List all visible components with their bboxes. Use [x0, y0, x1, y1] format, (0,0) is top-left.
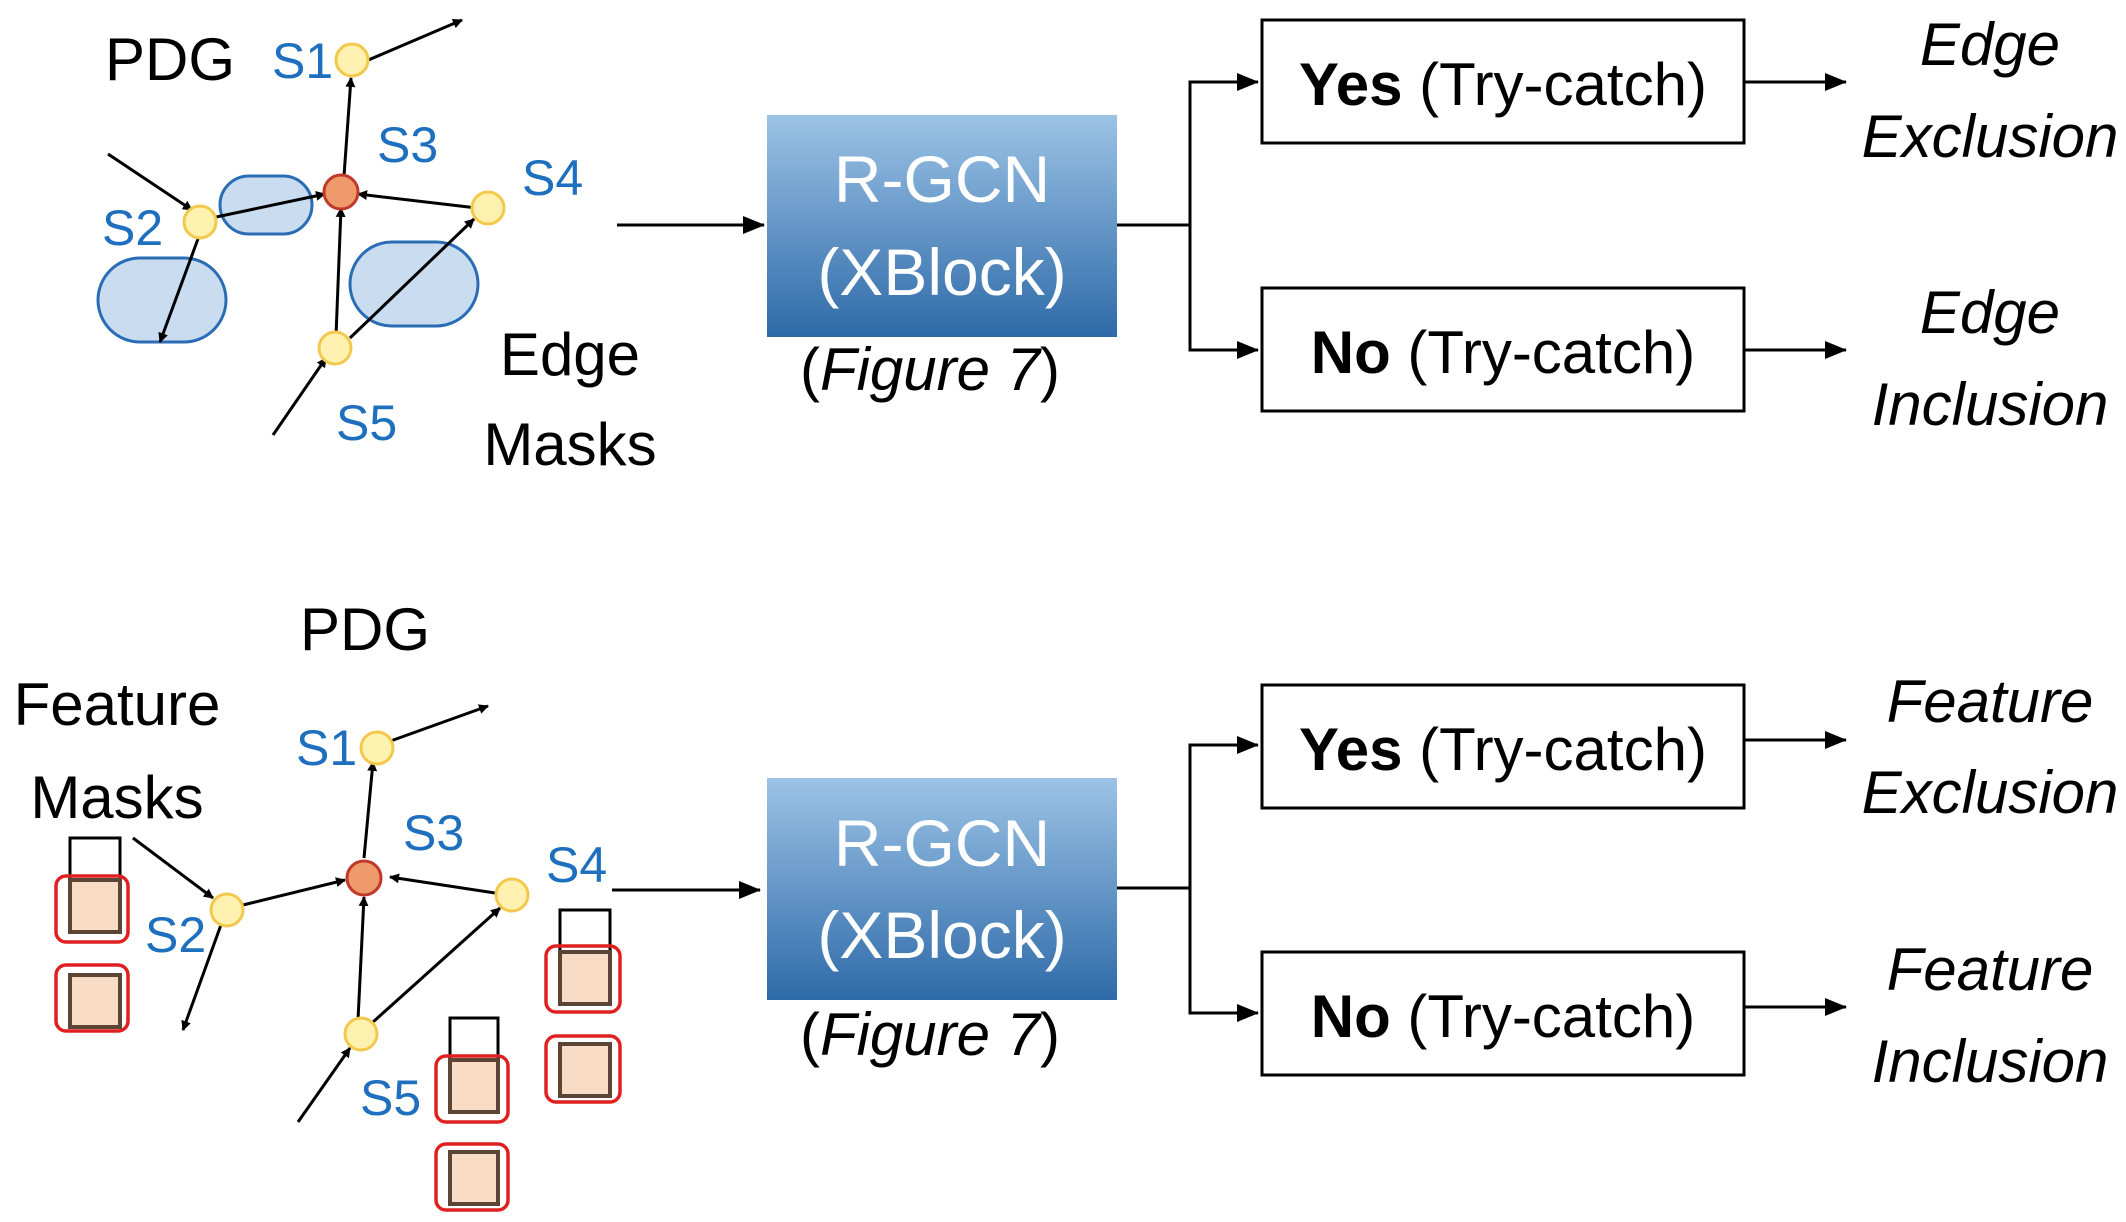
feature-vector-s4: [544, 908, 622, 1104]
branch-yes: [1117, 736, 1259, 890]
out-feature-exclusion-line1: Feature: [1887, 668, 2094, 735]
edge-s2-out: [158, 227, 204, 343]
edge-s2-out: [181, 921, 224, 1031]
node-s1: [334, 42, 370, 78]
node-s3: [322, 173, 360, 211]
node-label-s5: S5: [360, 1070, 421, 1126]
rgcn-label-line2: (XBlock): [817, 898, 1066, 972]
branch-yes: [1117, 73, 1259, 227]
edge-masks-label-line2: Masks: [483, 411, 656, 478]
out-feature-inclusion-line1: Feature: [1887, 936, 2094, 1003]
out-edge-exclusion-line2: Exclusion: [1862, 103, 2119, 170]
node-s4: [494, 877, 530, 913]
rgcn-label-line2: (XBlock): [817, 235, 1066, 309]
node-label-s1: S1: [272, 33, 333, 89]
node-label-s4: S4: [522, 150, 583, 206]
edge-s1-out: [384, 704, 489, 745]
edge-in-s2: [107, 152, 193, 212]
rgcn-label-line1: R-GCN: [834, 142, 1050, 216]
feature-masks-label-line1: Feature: [14, 671, 221, 738]
no-box: [1260, 950, 1746, 1077]
node-s5: [343, 1016, 379, 1052]
rgcn-box: [767, 115, 1117, 337]
edge-s5-s4: [348, 217, 476, 340]
edge-s4-s3: [357, 190, 478, 210]
out-feature-exclusion-line2: Exclusion: [1862, 759, 2119, 826]
branch-no: [1188, 225, 1259, 359]
bottom-pdg-title: PDG: [300, 596, 430, 663]
edge-mask-ellipse: [348, 240, 480, 328]
edge-s5-s3: [356, 896, 369, 1021]
figure-ref: (Figure 7): [800, 336, 1060, 403]
edge-mask-ellipse: [96, 256, 228, 344]
edge-s3-s1: [341, 77, 356, 191]
node-label-s3: S3: [377, 117, 438, 173]
node-s2: [209, 892, 245, 928]
feature-vector-s2: [54, 836, 130, 1033]
yes-box: [1260, 18, 1746, 145]
edge-in-s2: [132, 836, 214, 900]
top-panel: PDG S1 S2 S3 S4 S5 Edge Masks R: [96, 11, 2119, 478]
edge-in-s5: [296, 1047, 352, 1123]
edge-s2-s3: [242, 877, 346, 907]
branch-no: [1188, 888, 1259, 1022]
top-pdg-title: PDG: [105, 26, 235, 93]
edge-s4-s3: [389, 873, 496, 895]
edge-s1-out: [351, 18, 463, 69]
out-edge-inclusion-line2: Inclusion: [1872, 371, 2109, 438]
node-s1: [359, 730, 395, 766]
rgcn-box: [767, 778, 1117, 1000]
out-edge-exclusion-line1: Edge: [1920, 11, 2060, 78]
feature-vector-s5: [434, 1016, 510, 1212]
node-s4: [470, 190, 506, 226]
feature-masks-label-line2: Masks: [30, 764, 203, 831]
bottom-panel: PDG Feature Masks: [14, 596, 2119, 1212]
no-box-text: No (Try-catch): [1311, 319, 1695, 386]
edge-masks-label-line1: Edge: [500, 321, 640, 388]
edge-s2-s3: [201, 190, 326, 222]
node-s3: [345, 859, 383, 897]
yes-box: [1260, 683, 1746, 810]
yes-box-text: Yes (Try-catch): [1299, 716, 1707, 783]
out-edge-inclusion-line1: Edge: [1920, 279, 2060, 346]
node-label-s5: S5: [336, 395, 397, 451]
no-box-text: No (Try-catch): [1311, 983, 1695, 1050]
rgcn-label-line1: R-GCN: [834, 806, 1050, 880]
out-feature-inclusion-line2: Inclusion: [1872, 1028, 2109, 1095]
edge-s5-s4: [371, 906, 502, 1024]
node-label-s3: S3: [403, 805, 464, 861]
node-s2: [182, 204, 218, 240]
node-label-s2: S2: [145, 907, 206, 963]
node-label-s2: S2: [102, 200, 163, 256]
edge-in-s5: [271, 357, 328, 436]
yes-box-text: Yes (Try-catch): [1299, 51, 1707, 118]
no-box: [1260, 286, 1746, 413]
node-label-s4: S4: [546, 837, 607, 893]
edge-s3-s1: [362, 761, 378, 859]
node-s5: [317, 330, 353, 366]
node-label-s1: S1: [296, 720, 357, 776]
edge-s5-s3: [334, 207, 346, 337]
figure-ref: (Figure 7): [800, 1001, 1060, 1068]
